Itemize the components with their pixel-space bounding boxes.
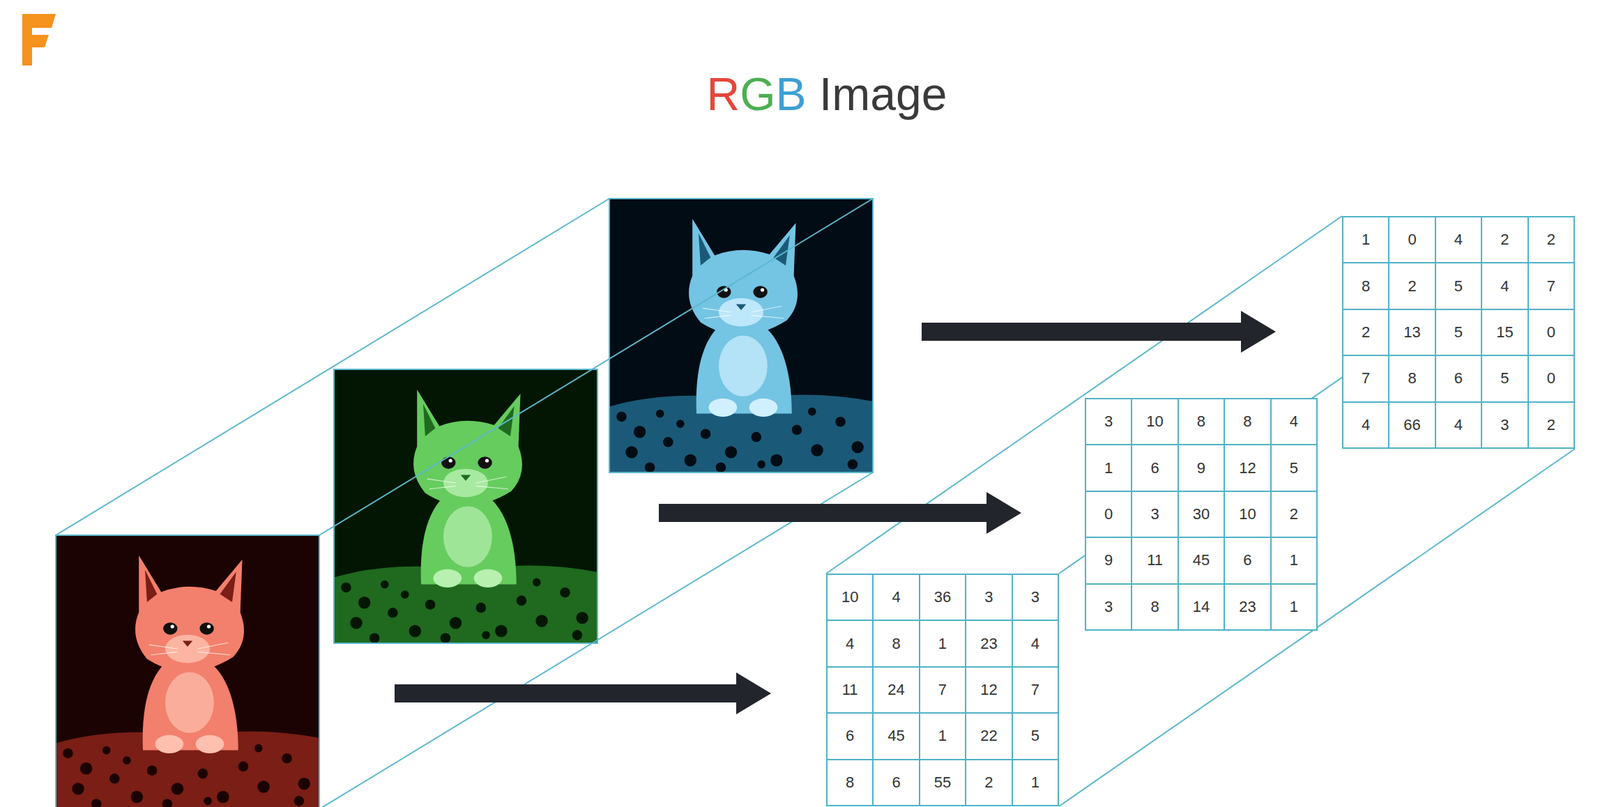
matrix-cell: 3 <box>1012 575 1058 620</box>
matrix-cell: 7 <box>1343 356 1389 401</box>
matrix-cell: 8 <box>1132 584 1177 630</box>
matrix-cell: 3 <box>1132 492 1177 537</box>
matrix-cell: 6 <box>1436 356 1481 401</box>
matrix-cell: 10 <box>1224 492 1270 537</box>
matrix-cell: 0 <box>1528 356 1574 401</box>
matrix-cell: 3 <box>1086 399 1131 445</box>
matrix-cell: 7 <box>1012 667 1058 713</box>
matrix-cell: 3 <box>966 575 1011 620</box>
matrix-cell: 10 <box>827 575 873 620</box>
logo <box>22 13 56 66</box>
channel-matrix: 310884169125033010291145613814231 <box>1084 398 1318 631</box>
matrix-cell: 0 <box>1528 310 1574 355</box>
matrix-cell: 1 <box>920 713 965 759</box>
matrix-cell: 7 <box>920 667 965 713</box>
matrix-cell: 8 <box>873 621 919 666</box>
matrix-cell: 5 <box>1482 356 1527 401</box>
matrix-cell: 8 <box>1389 356 1435 401</box>
matrix-cell: 9 <box>1178 445 1224 491</box>
matrix-cell: 10 <box>1132 399 1177 445</box>
matrix-cell: 15 <box>1482 310 1527 355</box>
matrix-cell: 4 <box>1482 263 1527 309</box>
matrix-cell: 6 <box>873 760 919 806</box>
matrix-cell: 6 <box>1224 538 1270 583</box>
matrix-cell: 45 <box>873 713 919 759</box>
matrix-cell: 2 <box>1482 217 1527 263</box>
matrix-cell: 11 <box>827 667 873 713</box>
channel-matrix: 1043633481234112471276451225865521 <box>826 573 1059 807</box>
matrix-cell: 2 <box>1343 310 1389 355</box>
matrix-cell: 9 <box>1086 538 1131 583</box>
matrix-cell: 5 <box>1436 310 1481 355</box>
matrix-cell: 4 <box>1271 399 1317 445</box>
matrix-cell: 2 <box>1528 402 1574 448</box>
matrix-cell: 8 <box>827 760 873 806</box>
matrix-cell: 22 <box>966 713 1011 759</box>
matrix-cell: 8 <box>1224 399 1270 445</box>
matrix-cell: 4 <box>1436 402 1481 448</box>
matrix-cell: 4 <box>1343 402 1389 448</box>
matrix-cell: 23 <box>1224 584 1270 630</box>
matrix-cell: 2 <box>1389 263 1435 309</box>
matrix-cell: 14 <box>1178 584 1224 630</box>
matrix-cell: 1 <box>920 621 965 666</box>
matrix-cell: 4 <box>827 621 873 666</box>
matrix-cell: 1 <box>1086 445 1131 491</box>
matrix-cell: 2 <box>966 760 1011 806</box>
matrix-cell: 5 <box>1271 445 1317 491</box>
matrix-cell: 36 <box>920 575 965 620</box>
matrix-cell: 5 <box>1012 713 1058 759</box>
matrix-cell: 1 <box>1343 217 1389 263</box>
matrix-cell: 2 <box>1528 217 1574 263</box>
matrix-cell: 23 <box>966 621 1011 666</box>
red-image-border <box>55 535 320 807</box>
matrix-cell: 1 <box>1271 538 1317 583</box>
green-image-border <box>333 369 598 644</box>
image-prism-lines <box>319 198 873 807</box>
matrix-cell: 8 <box>1178 399 1224 445</box>
matrix-cell: 6 <box>827 713 873 759</box>
matrix-cell: 7 <box>1528 263 1574 309</box>
matrix-cell: 0 <box>1086 492 1131 537</box>
matrix-cell: 1 <box>1012 760 1058 806</box>
matrix-cell: 4 <box>873 575 919 620</box>
matrix-cell: 66 <box>1389 402 1435 448</box>
matrix-cell: 4 <box>1436 217 1481 263</box>
matrix-cell: 30 <box>1178 492 1224 537</box>
matrix-cell: 3 <box>1086 584 1131 630</box>
matrix-cell: 1 <box>1271 584 1317 630</box>
red-channel-image <box>55 535 320 807</box>
matrix-cell: 55 <box>920 760 965 806</box>
arrows <box>394 310 1276 715</box>
matrix-cell: 5 <box>1436 263 1481 309</box>
green-channel-image <box>333 369 598 644</box>
title: RGB Image <box>706 68 948 122</box>
matrix-cell: 2 <box>1271 492 1317 537</box>
matrix-cell: 4 <box>1012 621 1058 666</box>
matrix-cell: 0 <box>1389 217 1435 263</box>
matrix-cell: 12 <box>1224 445 1270 491</box>
channel-matrix: 1042282547213515078650466432 <box>1342 216 1575 449</box>
matrix-cell: 11 <box>1132 538 1177 583</box>
matrix-cell: 3 <box>1482 402 1527 448</box>
matrix-cell: 45 <box>1178 538 1224 583</box>
matrix-cell: 8 <box>1343 263 1389 309</box>
matrix-cell: 13 <box>1389 310 1435 355</box>
matrix-cell: 6 <box>1132 445 1177 491</box>
matrix-cell: 12 <box>966 667 1011 713</box>
matrix-cell: 24 <box>873 667 919 713</box>
